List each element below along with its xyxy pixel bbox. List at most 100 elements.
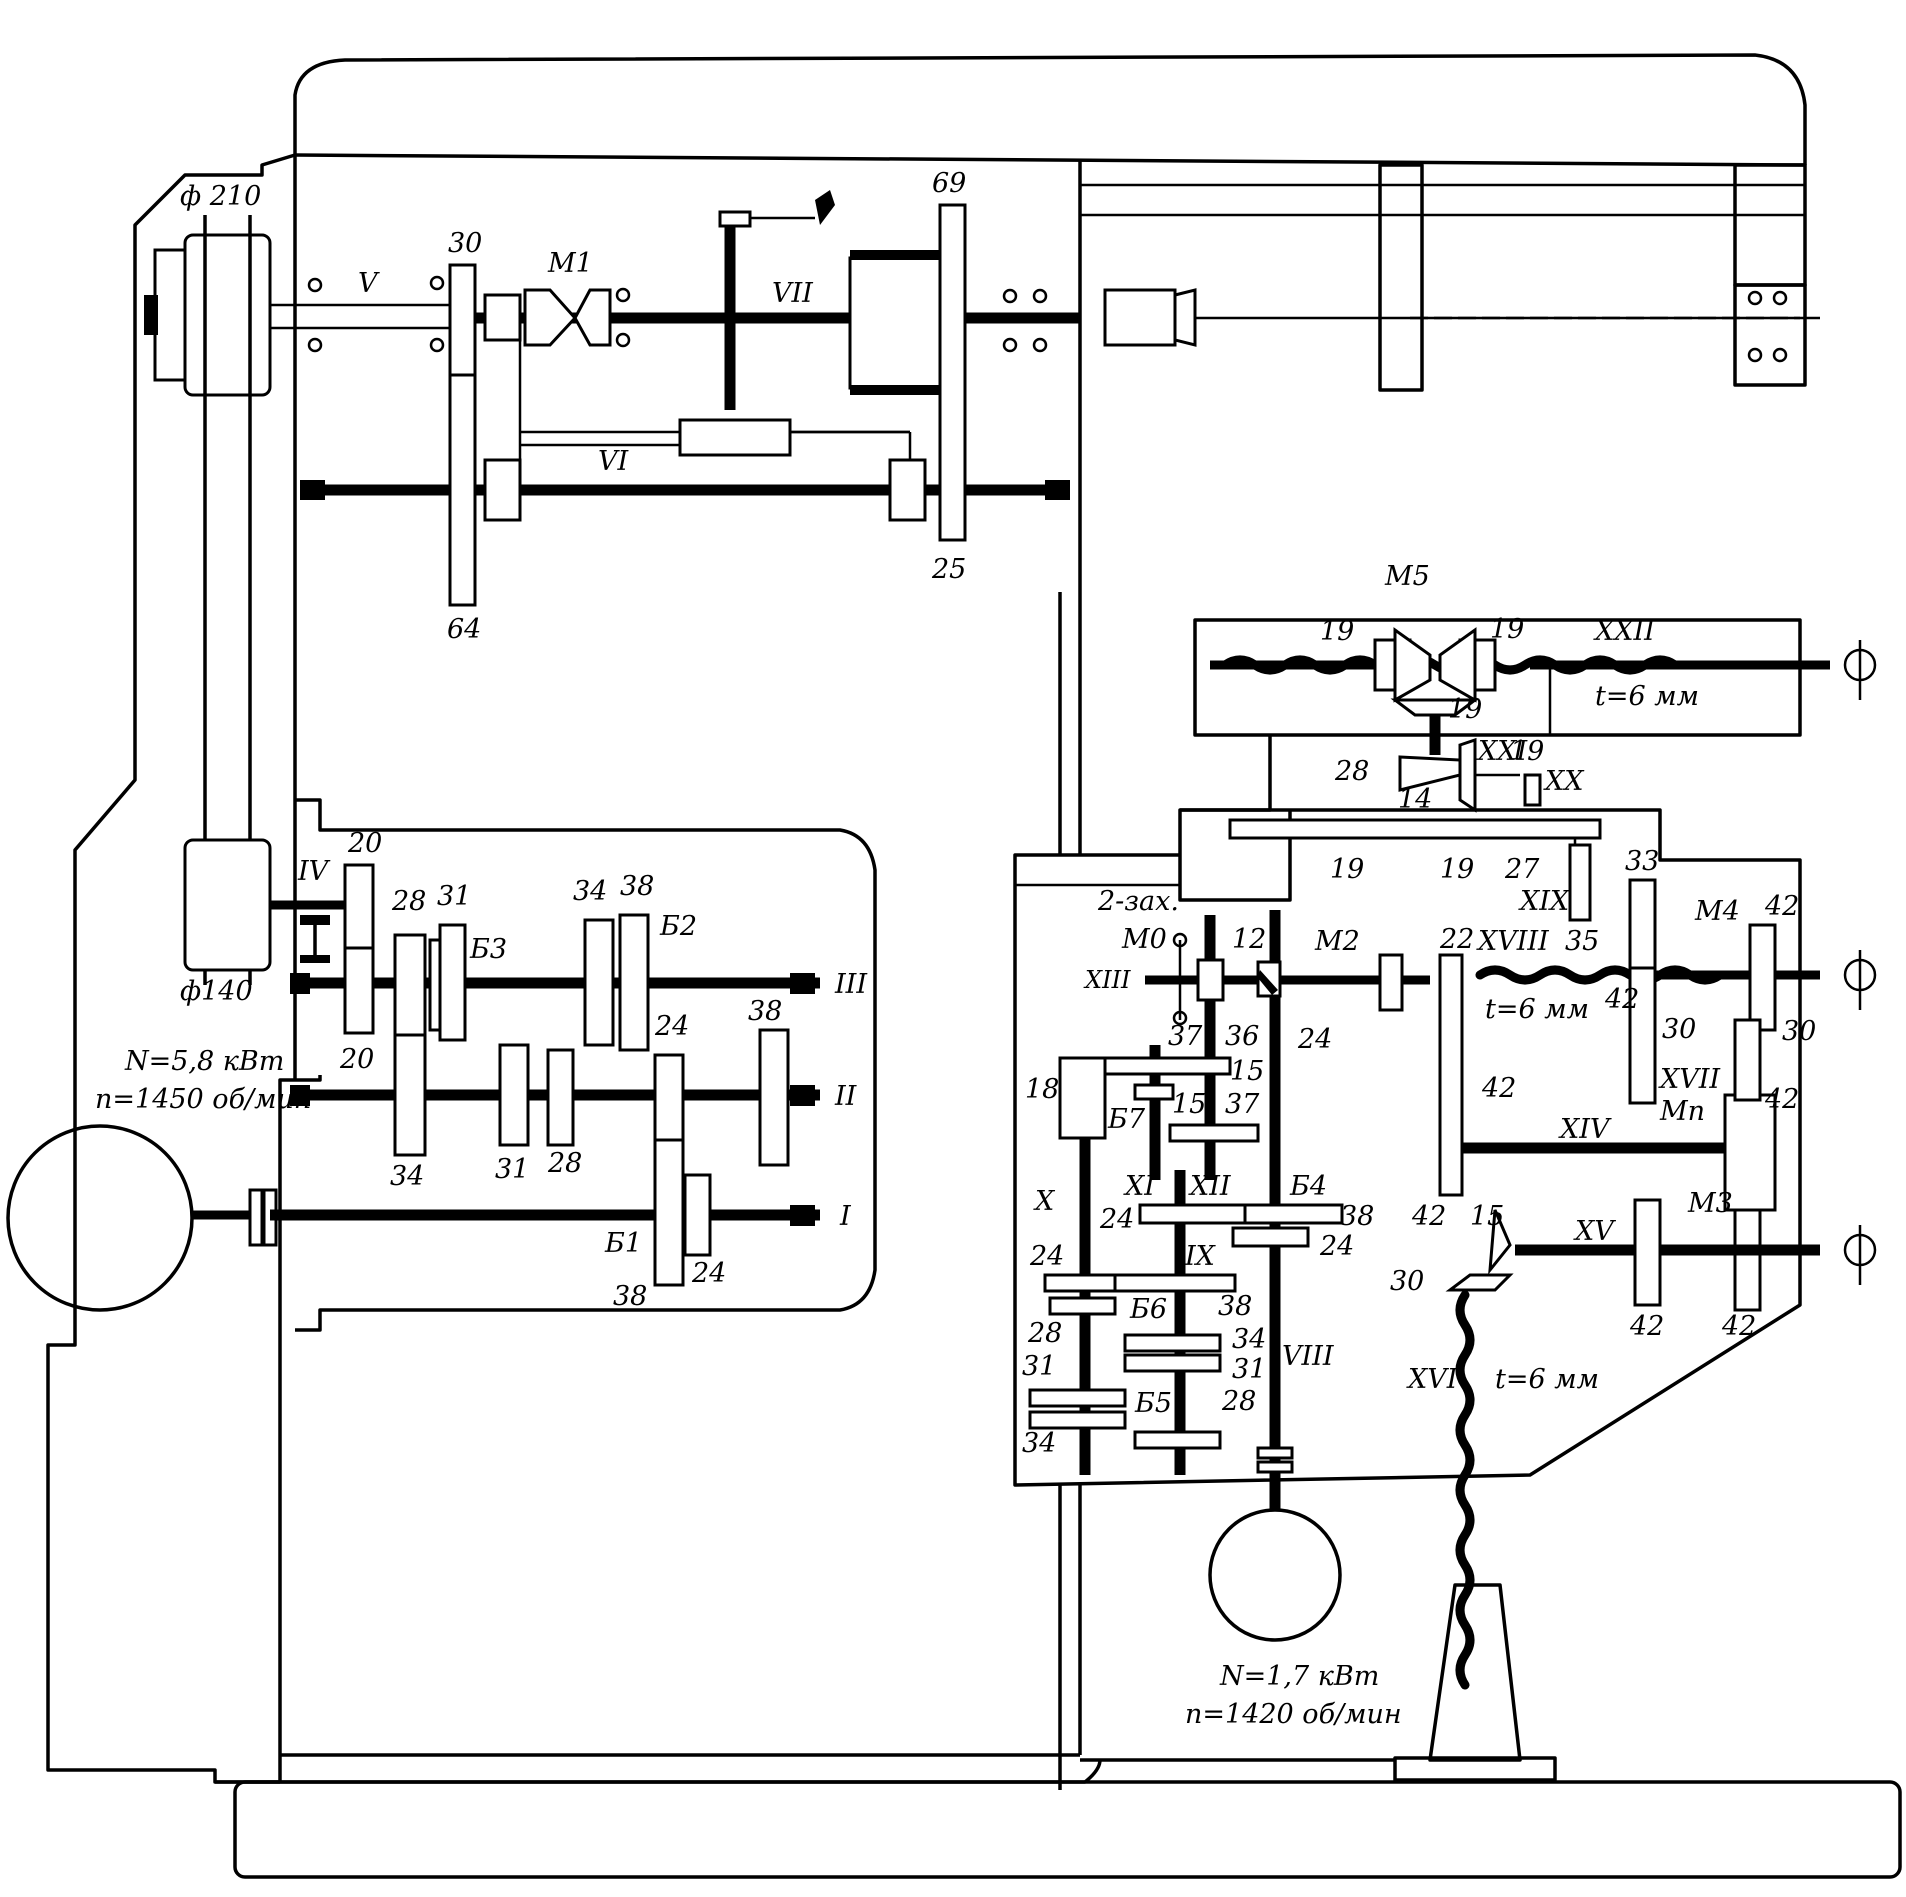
label-block-b2: Б2 — [659, 911, 697, 942]
tooth-count: 42 — [1411, 1201, 1446, 1232]
label-pitch-xvi: t=6 мм — [1495, 1364, 1599, 1395]
tooth-count: 24 — [1297, 1024, 1332, 1055]
table-feed — [1210, 627, 1877, 1690]
label-shaft-IX: IX — [1184, 1241, 1217, 1272]
label-shaft-XIII: XIII — [1083, 966, 1131, 994]
label-feed-motor-power: N=1,7 кВт — [1219, 1661, 1379, 1692]
main-motor — [6, 1124, 278, 1312]
tooth-count: 34 — [573, 876, 607, 907]
tooth-count: 36 — [1225, 1021, 1259, 1052]
tooth-count: 38 — [1340, 1201, 1374, 1232]
shaft-XVI — [1455, 1290, 1475, 1690]
tooth-count: 24 — [691, 1258, 726, 1289]
label-shaft-II: II — [834, 1081, 858, 1112]
label-shaft-III: III — [834, 969, 868, 1000]
label-clutch-M0: M0 — [1121, 924, 1167, 955]
label-clutch-M5: M5 — [1384, 561, 1430, 592]
label-shaft-XVIII: XVIII — [1476, 926, 1550, 957]
label-shaft-XVI: XVI — [1406, 1364, 1459, 1395]
tooth-count: 19 — [1448, 694, 1482, 725]
label-shaft-XIX: XIX — [1518, 886, 1571, 917]
tooth-count: 24 — [1319, 1231, 1354, 1262]
label-shaft-XIV: XIV — [1558, 1114, 1612, 1145]
label-pulley-top: ф 210 — [180, 181, 261, 212]
tooth-count: 27 — [1504, 854, 1540, 885]
tooth-count: 31 — [437, 881, 471, 912]
tooth-count: 42 — [1481, 1073, 1516, 1104]
labels: ф 210 ф140 N=5,8 кВт n=1450 об/мин N=1,7… — [95, 168, 1816, 1730]
label-feed-motor-speed: n=1420 об/мин — [1185, 1699, 1402, 1730]
label-clutch-Mn: Mп — [1659, 1096, 1705, 1127]
tooth-count: 35 — [1565, 926, 1599, 957]
tooth-count: 37 — [1168, 1021, 1203, 1052]
label-shaft-VIII: VIII — [1282, 1341, 1335, 1372]
tooth-count: 34 — [1232, 1324, 1266, 1355]
label-block-b1: Б1 — [604, 1228, 642, 1259]
tooth-count: 18 — [1025, 1074, 1059, 1105]
tooth-count: 20 — [347, 828, 382, 859]
label-clutch-M2: M2 — [1314, 926, 1360, 957]
tooth-count: 42 — [1721, 1311, 1756, 1342]
tooth-count: 34 — [390, 1161, 424, 1192]
label-shaft-XVII: XVII — [1658, 1064, 1721, 1095]
label-shaft-VI: VI — [598, 446, 629, 477]
label-shaft-XII: XII — [1188, 1171, 1232, 1202]
feed-motor — [1208, 1508, 1342, 1642]
tooth-count: 34 — [1022, 1428, 1056, 1459]
tooth-count: 30 — [1662, 1014, 1696, 1045]
tooth-count: 28 — [1334, 756, 1369, 787]
label-block-b6: Б6 — [1129, 1294, 1167, 1325]
label-pitch-xxii: t=6 мм — [1595, 681, 1699, 712]
tooth-count: 42 — [1764, 891, 1799, 922]
tooth-count: 28 — [1221, 1386, 1256, 1417]
belt-drive — [144, 215, 345, 985]
tooth-count: 15 — [1230, 1056, 1264, 1087]
tooth-count: 69 — [932, 168, 966, 199]
tooth-count: 28 — [1027, 1318, 1062, 1349]
tooth-count: 42 — [1764, 1084, 1799, 1115]
tooth-count: 30 — [1390, 1266, 1424, 1297]
label-clutch-M3: M3 — [1687, 1188, 1733, 1219]
tooth-count: 15 — [1470, 1201, 1504, 1232]
label-shaft-XXI: XXI — [1476, 736, 1528, 767]
tooth-count: 20 — [339, 1044, 374, 1075]
tooth-count: 42 — [1604, 984, 1639, 1015]
tooth-count: 31 — [1232, 1354, 1266, 1385]
label-shaft-VII: VII — [772, 278, 814, 309]
tooth-count: 37 — [1225, 1089, 1260, 1120]
label-pitch-xviii: t=6 мм — [1485, 994, 1589, 1025]
label-shaft-XI: XI — [1123, 1171, 1156, 1202]
spindle-drive — [270, 190, 1820, 607]
tooth-count: 38 — [1218, 1291, 1252, 1322]
tooth-count: 19 — [1330, 854, 1364, 885]
label-block-b4: Б4 — [1289, 1171, 1327, 1202]
tooth-count: 33 — [1625, 846, 1659, 877]
label-shaft-XV: XV — [1573, 1216, 1616, 1247]
label-shaft-I: I — [839, 1201, 852, 1232]
speed-gearbox — [270, 863, 820, 1287]
tooth-count: 64 — [447, 614, 481, 645]
feed-gearbox — [1028, 910, 1430, 1642]
tooth-count: 14 — [1398, 784, 1432, 815]
tooth-count: 30 — [1782, 1016, 1816, 1047]
tooth-count: 12 — [1232, 924, 1266, 955]
label-block-b3: Б3 — [469, 934, 507, 965]
label-shaft-X: X — [1033, 1186, 1056, 1217]
tooth-count: 28 — [391, 886, 426, 917]
tooth-count: 25 — [931, 554, 966, 585]
tooth-count: 38 — [748, 996, 782, 1027]
tooth-count: 42 — [1629, 1311, 1664, 1342]
tooth-count: 19 — [1510, 736, 1544, 767]
tooth-count: 31 — [495, 1154, 529, 1185]
label-main-motor-speed: n=1450 об/мин — [95, 1084, 312, 1115]
label-pulley-bottom: ф140 — [180, 976, 253, 1007]
label-main-motor-power: N=5,8 кВт — [124, 1046, 284, 1077]
label-shaft-XX: XX — [1543, 766, 1585, 797]
tooth-count: 19 — [1320, 616, 1354, 647]
tooth-count: 24 — [1099, 1204, 1134, 1235]
tooth-count: 28 — [547, 1148, 582, 1179]
label-block-b5: Б5 — [1134, 1388, 1172, 1419]
tooth-count: 15 — [1172, 1089, 1206, 1120]
label-shaft-XXII: XXII — [1593, 616, 1656, 647]
